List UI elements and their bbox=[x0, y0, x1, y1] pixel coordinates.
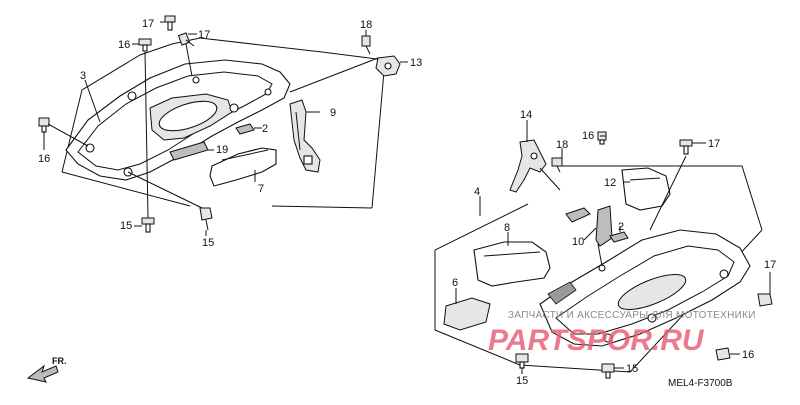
callout-8: 8 bbox=[504, 222, 510, 234]
part-6-sheet[interactable] bbox=[443, 297, 491, 331]
callout-16: 16 bbox=[38, 153, 50, 165]
part-3-upper-cover[interactable] bbox=[65, 59, 291, 181]
bolt-15-lower-right[interactable] bbox=[601, 363, 615, 379]
callout-15: 15 bbox=[626, 363, 638, 375]
callout-10: 10 bbox=[572, 236, 584, 248]
callout-17: 17 bbox=[142, 18, 154, 30]
front-arrow-label: FR. bbox=[52, 356, 67, 366]
bolt-15-upper-left[interactable] bbox=[141, 217, 155, 233]
callout-14: 14 bbox=[520, 109, 532, 121]
callout-labels: 17 17 16 18 13 3 9 2 19 16 7 15 15 14 18… bbox=[38, 18, 776, 387]
callout-17: 17 bbox=[708, 138, 720, 150]
part-7-side-pad[interactable] bbox=[209, 147, 277, 187]
front-arrow-icon bbox=[26, 364, 59, 383]
bolt-16-lower-top[interactable] bbox=[597, 131, 607, 145]
callout-15: 15 bbox=[516, 375, 528, 387]
bolt-17-top[interactable] bbox=[164, 15, 176, 31]
bolt-18-top[interactable] bbox=[361, 35, 371, 55]
part-2-pad-upper[interactable] bbox=[235, 123, 255, 135]
callout-2: 2 bbox=[618, 221, 624, 233]
part-9-bracket[interactable] bbox=[289, 99, 321, 173]
callout-6: 6 bbox=[452, 277, 458, 289]
part-14-bracket[interactable] bbox=[509, 139, 547, 193]
callout-4: 4 bbox=[474, 186, 480, 198]
part-4-lower-cover[interactable] bbox=[539, 229, 751, 347]
watermark-text: ЗАПЧАСТИ И АКСЕССУАРЫ ДЛЯ МОТОТЕХНИКИ bbox=[508, 310, 756, 321]
bolt-17-second[interactable] bbox=[177, 32, 195, 47]
bolt-16-top[interactable] bbox=[138, 38, 152, 52]
watermark: ЗАПЧАСТИ И АКСЕССУАРЫ ДЛЯ МОТОТЕХНИКИ PA… bbox=[488, 310, 756, 357]
callout-3: 3 bbox=[80, 70, 86, 82]
callout-15: 15 bbox=[120, 220, 132, 232]
callout-12: 12 bbox=[604, 177, 616, 189]
front-arrow: FR. bbox=[26, 356, 67, 383]
part-12-pad[interactable] bbox=[621, 167, 671, 211]
watermark-brand: PARTSPOR.RU bbox=[488, 324, 705, 357]
callout-13: 13 bbox=[410, 57, 422, 69]
bolt-16-lower-right[interactable] bbox=[715, 347, 731, 361]
callout-16: 16 bbox=[118, 39, 130, 51]
lower-leaders bbox=[455, 120, 771, 374]
diagram-code: MEL4-F3700B bbox=[668, 378, 733, 389]
callout-2: 2 bbox=[262, 123, 268, 135]
bolt-17-lower-right[interactable] bbox=[757, 293, 773, 307]
callout-19: 19 bbox=[216, 144, 228, 156]
callout-17: 17 bbox=[764, 259, 776, 271]
callout-18: 18 bbox=[556, 139, 568, 151]
part-2-pad-lower[interactable] bbox=[609, 231, 629, 243]
callout-16: 16 bbox=[742, 349, 754, 361]
part-8-pad[interactable] bbox=[473, 241, 551, 287]
bolt-18-lower[interactable] bbox=[551, 157, 563, 173]
part-13-clip[interactable] bbox=[375, 55, 401, 77]
bolt-17-lower-top[interactable] bbox=[679, 139, 693, 155]
upper-leaders bbox=[43, 21, 408, 236]
bolt-16-left[interactable] bbox=[38, 117, 50, 133]
part-10-pad[interactable] bbox=[565, 205, 613, 247]
callout-9: 9 bbox=[330, 107, 336, 119]
callout-16: 16 bbox=[582, 130, 594, 142]
callout-7: 7 bbox=[258, 183, 264, 195]
callout-15: 15 bbox=[202, 237, 214, 249]
bolt-15-upper-right[interactable] bbox=[199, 207, 213, 231]
callout-17: 17 bbox=[198, 29, 210, 41]
callout-18: 18 bbox=[360, 19, 372, 31]
